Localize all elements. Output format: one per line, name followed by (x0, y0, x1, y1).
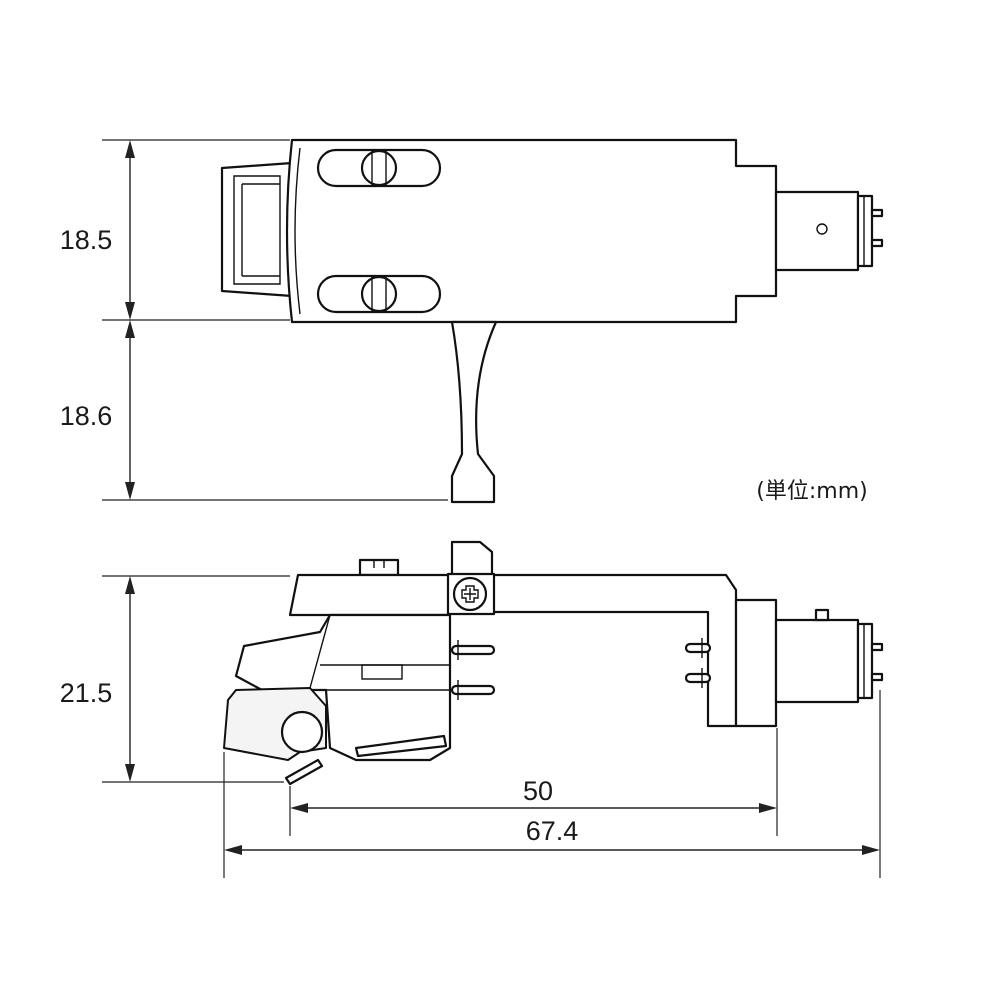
top-view-dimensions: 18.5 18.6 (60, 139, 448, 501)
cartridge-front-inner (233, 175, 281, 285)
dim-label-overall-length: 67.4 (526, 816, 579, 846)
stylus-cantilever (284, 758, 324, 786)
mounting-slot-upper (316, 148, 442, 188)
headshell-body-edge (294, 147, 301, 315)
connector-key (814, 608, 830, 622)
shell-top-tab (358, 558, 400, 577)
rear-pins (684, 638, 712, 688)
stylus-guard-knob (280, 710, 324, 754)
connector-plug-side (856, 622, 874, 700)
connector-pin-lower (870, 238, 884, 248)
front-screw (446, 572, 496, 616)
connector-pin-upper (870, 208, 884, 218)
connector-key-hole (816, 223, 828, 235)
side-view (223, 540, 884, 786)
connector-side (774, 618, 860, 704)
connector-plug (856, 194, 874, 268)
mounting-slot-lower (316, 274, 442, 314)
dim-label-stylus-to-mount: 50 (523, 776, 553, 806)
cartridge-front-face (241, 183, 280, 277)
unit-label: (単位:mm) (756, 479, 867, 504)
cartridge-pins (450, 640, 496, 700)
cartridge-nameplate (354, 734, 448, 758)
top-view (220, 138, 884, 504)
side-view-dimensions: 21.5 50 67.4 (60, 575, 881, 878)
rear-block (734, 598, 778, 728)
dim-label-side-height: 21.5 (60, 678, 113, 708)
dim-label-top-height: 18.5 (60, 225, 113, 255)
finger-lift (450, 320, 498, 504)
dim-label-finger-lift: 18.6 (60, 401, 113, 431)
finger-lift-tip (450, 540, 494, 577)
